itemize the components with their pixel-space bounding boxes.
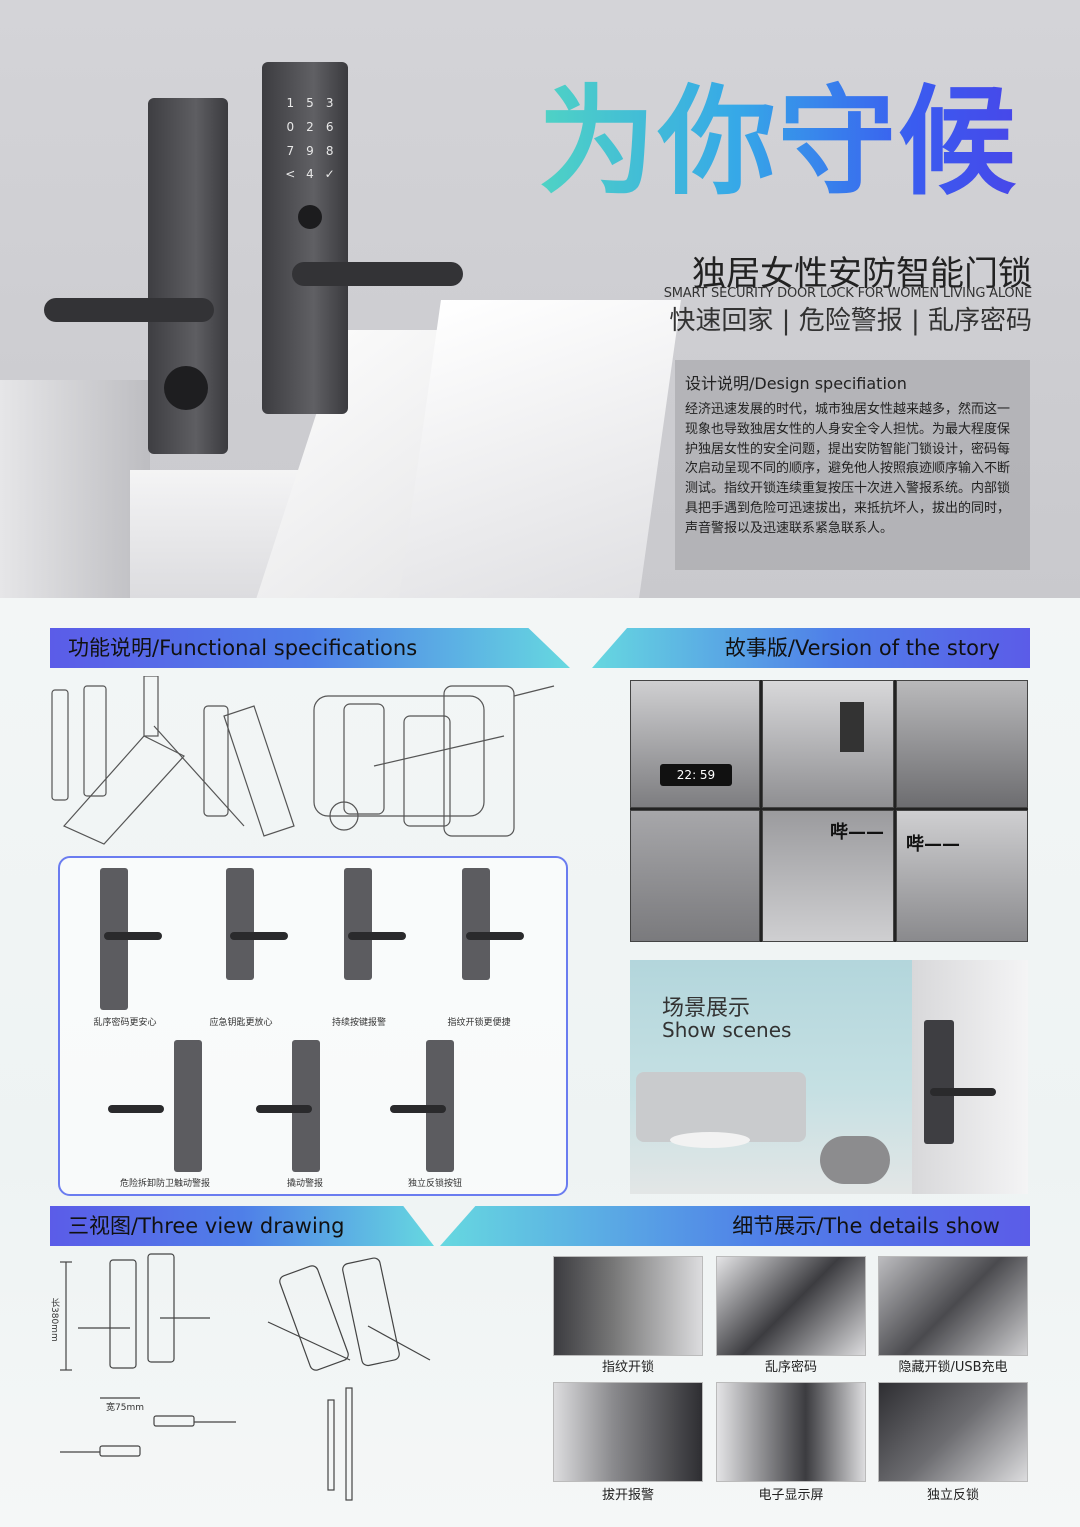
keypad-key: < [285, 167, 296, 182]
lock-sketches [51, 675, 555, 845]
function-lock-2 [226, 868, 254, 980]
detail-caption-2: 乱序密码 [764, 1360, 817, 1375]
function-caption-3: 持续按键报警 [331, 1018, 386, 1028]
story-panel-6 [896, 810, 1028, 942]
pedestal-shadow [399, 300, 681, 598]
subtitle-cn: 独居女性安防智能门锁 [692, 254, 1032, 294]
function-caption-5: 危险拆卸防卫触动警报 [119, 1179, 210, 1189]
detail-caption-6: 独立反锁 [926, 1488, 979, 1503]
function-caption-1: 乱序密码更安心 [93, 1018, 157, 1028]
design-spec-body: 经济迅速发展的时代，城市独居女性越来越多，然而这一现象也导致独居女性的人身安全令… [685, 402, 1011, 536]
story-header: 故事版/Version of the story [592, 628, 1030, 668]
keypad-key: 1 [286, 96, 295, 110]
storyboard: 22: 59 哔—— 哔—— [630, 680, 1028, 942]
detail-caption-4: 拔开报警 [601, 1488, 654, 1503]
function-handle-7 [390, 1105, 446, 1113]
detail-photo-4 [553, 1382, 703, 1482]
details-header: 细节展示/The details show [440, 1206, 1030, 1246]
keypad-key: 3 [325, 96, 334, 110]
story-panel-5 [762, 810, 894, 942]
sketch-area [44, 675, 564, 846]
function-caption-6: 撬动警报 [286, 1179, 323, 1189]
story-clock: 22: 59 [660, 764, 732, 786]
function-handle-3 [348, 932, 406, 940]
story-sfx-1: 哔—— [830, 822, 884, 843]
story-panel-3 [896, 680, 1028, 808]
three-view-drawing: 长380mm 宽75mm [49, 1250, 440, 1522]
width-dimension-label: 宽75mm [106, 1403, 144, 1413]
scene-table [670, 1132, 750, 1148]
detail-photo-3 [878, 1256, 1028, 1356]
keypad-key: 0 [286, 119, 295, 134]
story-sfx-2: 哔—— [906, 834, 960, 855]
keypad-key: 2 [306, 119, 314, 134]
keypad-key: 5 [306, 96, 314, 110]
function-handle-4 [466, 932, 524, 940]
detail-caption-3: 隐藏开锁/USB充电 [898, 1360, 1008, 1375]
function-lock-4 [462, 868, 490, 980]
keypad-key: 4 [306, 167, 314, 182]
functional-spec-header: 功能说明/Functional specifications [50, 628, 570, 668]
function-handle-5 [108, 1105, 164, 1113]
lock-handle-right [292, 262, 463, 286]
function-handle-6 [256, 1105, 312, 1113]
scene-title-cn: 场景展示 [662, 996, 751, 1021]
scene-title-en: Show scenes [662, 1018, 792, 1042]
subtitle-en: SMART SECURITY DOOR LOCK FOR WOMEN LIVIN… [663, 286, 1032, 301]
fingerprint-sensor-icon [298, 205, 322, 229]
keypad-key: ✓ [324, 167, 335, 182]
keypad-key: 7 [286, 143, 295, 158]
scene-lock-handle [930, 1088, 996, 1096]
story-panel-4 [630, 810, 760, 942]
lock-handle-left [44, 298, 214, 322]
orthographic-drawings [60, 1253, 431, 1501]
height-dimension-label: 长380mm [49, 1298, 59, 1342]
headline: 为你守候 [538, 72, 1038, 212]
detail-photo-1 [553, 1256, 703, 1356]
scene-sofa [636, 1072, 806, 1142]
feature-tags: 快速回家 | 危险警报 | 乱序密码 [669, 306, 1032, 336]
lock-knob [164, 366, 208, 410]
scene-ottoman [820, 1136, 890, 1184]
story-door [840, 702, 864, 752]
detail-photo-6 [878, 1382, 1028, 1482]
detail-photo-5 [716, 1382, 866, 1482]
story-panel-1 [630, 680, 760, 808]
detail-caption-1: 指纹开锁 [601, 1360, 654, 1375]
function-lock-5 [174, 1040, 202, 1172]
door-lock-front-render [262, 62, 348, 414]
function-handle-2 [230, 932, 288, 940]
detail-caption-5: 电子显示屏 [758, 1488, 824, 1503]
function-caption-2: 应急钥匙更放心 [209, 1018, 273, 1028]
function-lock-3 [344, 868, 372, 980]
scene-photo: 场景展示 Show scenes [630, 960, 1028, 1194]
detail-photo-2 [716, 1256, 866, 1356]
keypad-key: 6 [325, 119, 334, 134]
pedestal-cylinder [0, 380, 150, 598]
design-spec-box: 设计说明/Design specifiation 经济迅速发展的时代，城市独居女… [675, 360, 1030, 570]
function-caption-7: 独立反锁按钮 [407, 1179, 462, 1189]
keypad-key: 9 [306, 143, 314, 158]
three-view-header: 三视图/Three view drawing [50, 1206, 434, 1246]
story-panel-2 [762, 680, 894, 808]
design-spec-title: 设计说明/Design specifiation [685, 374, 907, 393]
function-caption-4: 指纹开锁更便捷 [447, 1018, 511, 1028]
function-handle-1 [104, 932, 162, 940]
scene-lock [924, 1020, 954, 1144]
keypad-key: 8 [325, 143, 334, 158]
